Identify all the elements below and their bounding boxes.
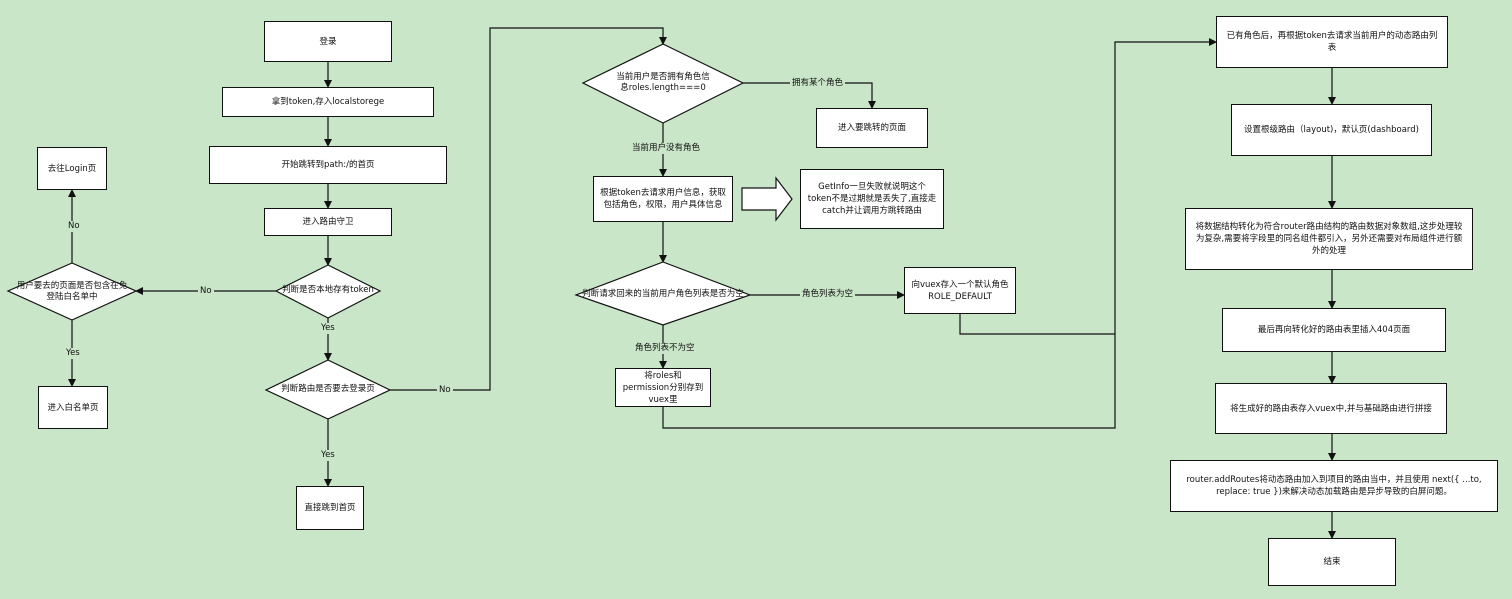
text-has-roles: 当前用户是否拥有角色信息roles.length===0 [616, 72, 710, 93]
node-set-root: 设置根级路由（layout)，默认页(dashboard) [1231, 104, 1432, 156]
label-roles-empty: 角色列表为空 [800, 289, 856, 300]
label-yes-token: Yes [319, 323, 337, 334]
node-convert: 将数据结构转化为符合router路由结构的路由数据对象数组,这步处理较为复杂,需… [1185, 208, 1473, 270]
node-get-token: 拿到token,存入localstorege [222, 87, 434, 117]
label-has-some-role: 拥有某个角色 [790, 78, 846, 89]
decision-has-roles [581, 43, 745, 124]
node-route-guard: 进入路由守卫 [264, 208, 392, 236]
node-direct-home: 直接跳到首页 [296, 486, 364, 530]
node-add-routes: router.addRoutes将动态路由加入到项目的路由当中，并且使用 nex… [1170, 460, 1498, 512]
text-roles-empty: 判断请求回来的当前用户角色列表是否为空 [582, 289, 744, 299]
label-no-token: No [198, 286, 214, 297]
label-no-role: 当前用户没有角色 [630, 143, 703, 154]
node-goto-login: 去往Login页 [37, 147, 107, 190]
text-login-page: 判断路由是否要去登录页 [281, 384, 375, 394]
node-merge-routes: 将生成好的路由表存入vuex中,并与基础路由进行拼接 [1215, 383, 1447, 434]
label-no-login-page: No [437, 385, 453, 396]
decision-whitelist [6, 262, 138, 321]
block-arrow [741, 176, 793, 222]
decision-has-token [274, 264, 382, 319]
node-jump-home: 开始跳转到path:/的首页 [209, 146, 447, 184]
edge-loginpage-roles [390, 27, 667, 391]
text-has-token: 判断是否本地存有token [282, 285, 374, 295]
edge-store-merge [662, 38, 1217, 429]
edge-roles-target [743, 82, 876, 109]
node-insert-404: 最后再向转化好的路由表里插入404页面 [1222, 308, 1446, 352]
label-roles-not-empty: 角色列表不为空 [633, 343, 697, 354]
decision-login-page [264, 359, 392, 420]
node-getinfo-fail: GetInfo一旦失败就说明这个token不是过期就是丢失了,直接走catch并… [800, 169, 944, 229]
node-request-info: 根据token去请求用户信息，获取包括角色，权限，用户具体信息 [593, 176, 733, 222]
edge-default-merge [959, 314, 1115, 335]
node-request-dynamic: 已有角色后，再根据token去请求当前用户的动态路由列表 [1216, 16, 1448, 68]
node-end: 结束 [1268, 538, 1396, 586]
label-yes-login-page: Yes [319, 450, 337, 461]
label-whitelist-yes: Yes [64, 348, 82, 359]
node-enter-target: 进入要跳转的页面 [816, 108, 928, 148]
node-default-role: 向vuex存入一个默认角色ROLE_DEFAULT [904, 267, 1016, 314]
node-login: 登录 [264, 21, 392, 62]
node-enter-whitelist: 进入白名单页 [38, 386, 108, 429]
label-whitelist-no: No [66, 221, 82, 232]
decision-roles-empty [574, 261, 752, 326]
node-store-roles: 将roles和permission分别存到vuex里 [615, 368, 711, 407]
text-whitelist: 用户要去的页面是否包含在免登陆白名单中 [16, 281, 128, 302]
